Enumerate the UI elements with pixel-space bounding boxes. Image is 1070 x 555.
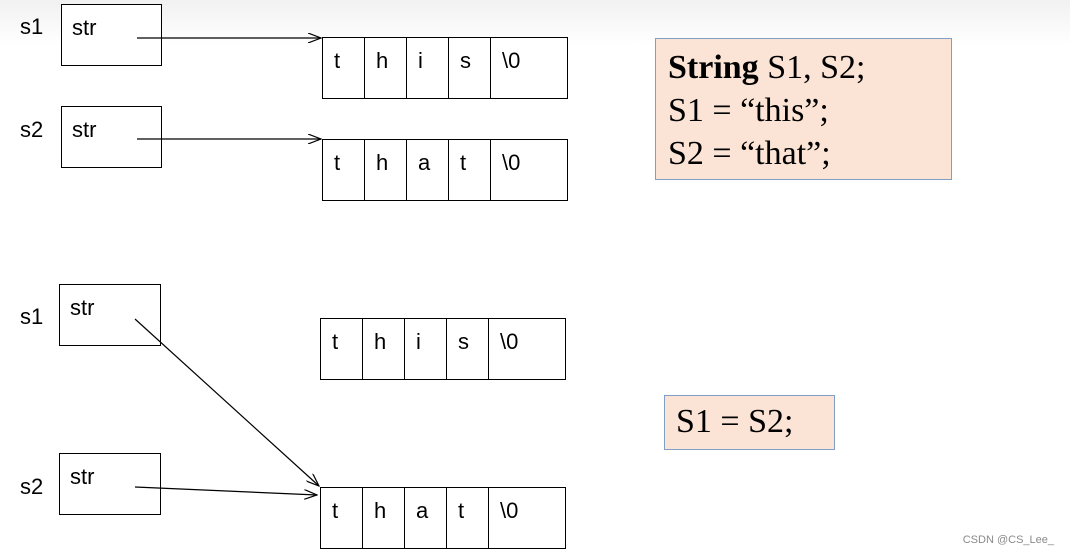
code-line-declaration: String S1, S2;	[668, 46, 951, 89]
code-line-assign-s2: S2 = “that”;	[668, 135, 831, 172]
watermark: CSDN @CS_Lee_	[962, 534, 1054, 546]
array-cell: t	[321, 488, 363, 548]
array-cell: h	[365, 140, 407, 200]
array-cell: i	[405, 319, 447, 379]
bottom-s2-pointer-text: str	[70, 464, 95, 489]
code-line-s1-equals-s2: S1 = S2;	[676, 403, 794, 440]
array-cell: t	[321, 319, 363, 379]
array-cell: t	[449, 140, 491, 200]
top-s2-pointer-text: str	[72, 117, 97, 142]
code-keyword-string: String	[668, 49, 759, 86]
top-s1-pointer-text: str	[72, 15, 97, 40]
array-cell: i	[407, 38, 449, 98]
array-cell: s	[447, 319, 489, 379]
bottom-that-array: t h a t \0	[320, 487, 566, 549]
top-s2-label: s2	[20, 117, 44, 142]
array-cell: \0	[500, 329, 519, 354]
top-s1-pointer-box: str	[61, 4, 162, 66]
bottom-this-array: t h i s \0	[320, 318, 566, 380]
array-cell: \0	[500, 498, 519, 523]
array-cell: h	[365, 38, 407, 98]
top-this-array: t h i s \0	[322, 37, 568, 99]
array-cell: t	[323, 38, 365, 98]
array-cell: t	[323, 140, 365, 200]
code-declaration-vars: S1, S2;	[758, 49, 866, 86]
top-s2-pointer-box: str	[61, 106, 162, 168]
array-cell: h	[363, 319, 405, 379]
array-cell: a	[407, 140, 449, 200]
code-line-assign-s1: S1 = “this”;	[668, 92, 829, 129]
bottom-s1-label: s1	[20, 304, 44, 329]
array-cell: t	[447, 488, 489, 548]
bottom-s2-label: s2	[20, 474, 44, 499]
code-assignment-box: S1 = S2;	[664, 395, 835, 450]
array-cell: a	[405, 488, 447, 548]
bottom-s1-pointer-box: str	[59, 284, 161, 346]
array-cell: s	[449, 38, 491, 98]
bottom-s1-arrow	[134, 318, 319, 486]
bottom-s1-pointer-text: str	[70, 295, 95, 320]
code-declaration-box: String S1, S2; S1 = “this”; S2 = “that”;	[655, 38, 952, 180]
array-cell: \0	[502, 48, 521, 73]
bottom-s2-arrow	[134, 486, 317, 495]
array-cell: \0	[502, 150, 521, 175]
top-that-array: t h a t \0	[322, 139, 568, 201]
array-cell: h	[363, 488, 405, 548]
bottom-s2-pointer-box: str	[59, 453, 161, 515]
top-s1-label: s1	[20, 14, 44, 39]
